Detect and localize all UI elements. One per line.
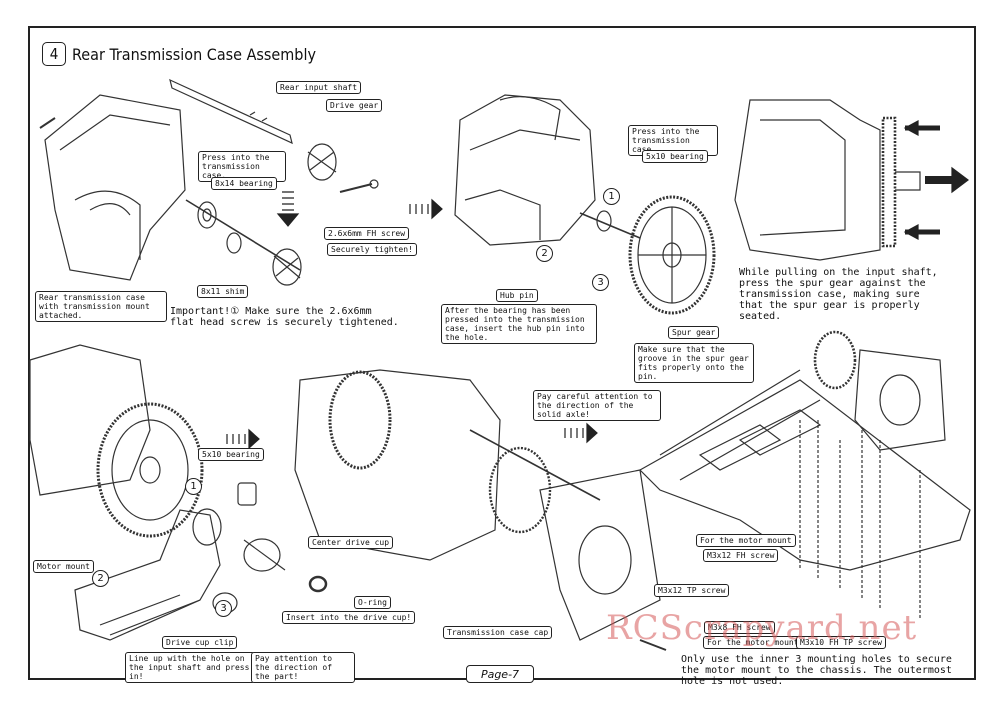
label-spur-gear: Spur gear (668, 326, 720, 339)
marker-1: 1 (603, 188, 620, 205)
label-drive-gear: Drive gear (326, 99, 383, 112)
label-m3x12-tp: M3x12 TP screw (654, 584, 730, 597)
spur-gear-drawing (628, 195, 716, 315)
down-arrow (276, 191, 300, 227)
label-5x10-bearing-b: 5x10 bearing (198, 448, 264, 461)
label-hub-pin: Hub pin (496, 289, 538, 302)
marker-2: 2 (536, 245, 553, 262)
label-center-drive-cup: Center drive cup (308, 536, 394, 549)
case-side-drawing (734, 99, 921, 261)
transmission-drawing (294, 369, 667, 651)
label-m3x8-fh: M3x8 FH screw (704, 621, 775, 634)
label-line-up-note: Line up with the hole on the input shaft… (125, 652, 255, 683)
label-rear-case-with-mount: Rear transmission case with transmission… (35, 291, 167, 322)
label-drive-cup-clip: Drive cup clip (162, 636, 238, 649)
label-2.6x6-fh-screw: 2.6x6mm FH screw (324, 227, 410, 240)
label-groove-note: Make sure that the groove in the spur ge… (634, 343, 754, 383)
spur-seat-note: While pulling on the input shaft, press … (739, 267, 938, 322)
label-for-motor-mount-1: For the motor mount (696, 534, 796, 547)
important-note: Important!① Make sure the 2.6x6mm flat h… (170, 306, 399, 328)
label-insert-drive-cup: Insert into the drive cup! (282, 611, 416, 624)
drive-cup-drawing (212, 482, 328, 614)
shaft-drawing (169, 78, 293, 145)
label-after-bearing-note: After the bearing has been pressed into … (441, 304, 597, 344)
watermark-text: RCScrapyard.net (606, 608, 918, 648)
marker-3b: 3 (215, 600, 232, 617)
label-motor-mount: Motor mount (33, 560, 94, 573)
rear-case-drawing (39, 94, 186, 281)
marker-2b: 2 (92, 570, 109, 587)
screw-drawing (339, 179, 379, 193)
screw-columns (799, 420, 921, 620)
case-drawing-2 (454, 94, 596, 246)
step-number: 4 (42, 42, 66, 66)
page-number: Page-7 (466, 665, 534, 683)
right-arrow-1 (409, 198, 443, 220)
drive-gear-drawing (272, 143, 337, 286)
label-m3x12-fh: M3x12 FH screw (703, 549, 779, 562)
right-arrow-3 (564, 422, 598, 444)
label-5x10-bearing-a: 5x10 bearing (642, 150, 708, 163)
bearing-shim-drawing (185, 199, 301, 271)
step-title-text: Rear Transmission Case Assembly (72, 44, 316, 64)
label-solid-axle-note: Pay careful attention to the direction o… (533, 390, 661, 421)
right-arrow-2 (226, 428, 260, 450)
label-rear-input-shaft: Rear input shaft (276, 81, 362, 94)
label-8x11-shim: 8x11 shim (197, 285, 249, 298)
bearing-drawing-2 (579, 210, 641, 239)
label-8x14-bearing: 8x14 bearing (211, 177, 277, 190)
label-securely-tighten: Securely tighten! (327, 243, 417, 256)
case-drawing-4 (29, 344, 204, 538)
motor-mount-drawing (74, 508, 222, 641)
marker-3: 3 (592, 274, 609, 291)
chassis-drawing (639, 330, 971, 571)
label-pay-attention-part: Pay attention to the direction of the pa… (251, 652, 355, 683)
label-o-ring: O-ring (354, 596, 391, 609)
press-arrows (903, 119, 969, 241)
mounting-holes-note: Only use the inner 3 mounting holes to s… (681, 654, 952, 687)
label-m3x10-fh-tp: M3x10 FH TP screw (796, 636, 886, 649)
step-title: 4 Rear Transmission Case Assembly (42, 42, 316, 66)
label-press-into-case-1: Press into the transmission case. (198, 151, 286, 182)
label-transmission-case-cap: Transmission case cap (443, 626, 553, 639)
marker-1b: 1 (185, 478, 202, 495)
